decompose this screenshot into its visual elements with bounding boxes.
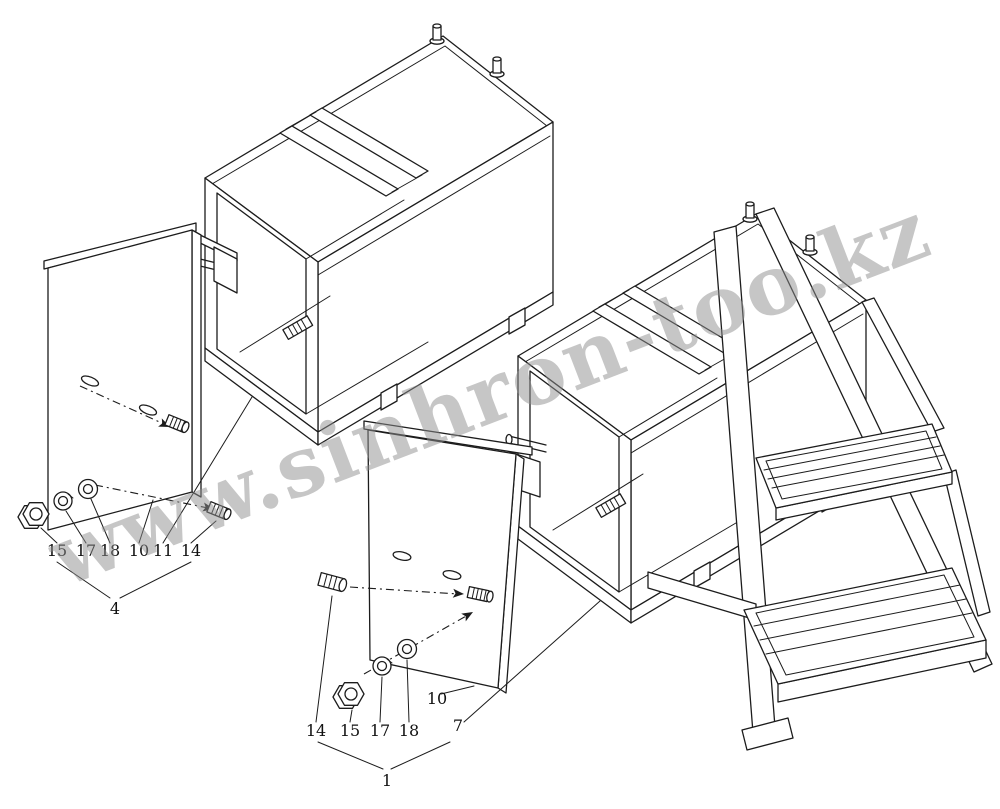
part-label: 10: [427, 689, 447, 708]
cover-left-bracket: [213, 246, 238, 294]
flat-washer-hole: [82, 483, 94, 495]
rail-foot: [741, 717, 794, 751]
ribbed-stud: [466, 585, 494, 603]
spring-washer-split: [386, 658, 393, 664]
assembly-dash-line: [349, 586, 459, 595]
step-ladder-assembly: [647, 207, 993, 751]
slot-hole: [138, 404, 158, 416]
ribbed-stud: [317, 571, 348, 593]
part-label: 17: [76, 541, 96, 560]
cover-left-panel-face: [47, 229, 193, 531]
ribbed-stud: [206, 501, 232, 521]
part-label: 17: [370, 721, 390, 740]
step-tray-lower: [743, 567, 987, 703]
callout-group-middle: 14 15 17 18 10 7 1: [306, 595, 601, 790]
spring-washer-split: [67, 493, 74, 499]
arrowhead: [461, 612, 473, 622]
group-bracket: [56, 561, 192, 599]
hex-nut-hole: [344, 687, 358, 701]
step-tray-upper: [755, 423, 953, 521]
flat-washer-hole: [401, 643, 413, 655]
assembly-dash-line: [94, 484, 209, 509]
cover-panel-middle: [349, 420, 541, 694]
cover-panel-left: [43, 222, 238, 531]
arrowhead: [452, 588, 464, 598]
part-label: 14: [306, 721, 326, 740]
cover-left-top-flange: [43, 222, 197, 270]
part-label: 7: [453, 716, 463, 735]
part-label: 15: [47, 541, 67, 560]
spring-washer-hole: [376, 660, 388, 672]
group-bracket: [317, 741, 451, 770]
cover-mid-top-flange: [363, 420, 533, 456]
hex-nut-hole: [29, 507, 43, 521]
part-label: 11: [153, 541, 173, 560]
part-label: 18: [100, 541, 120, 560]
assembly-label: 1: [382, 771, 392, 790]
part-label: 15: [340, 721, 360, 740]
part-label: 14: [181, 541, 201, 560]
assembly-label: 4: [110, 599, 120, 618]
cover-mid-panel-face: [367, 429, 517, 689]
ribbed-stud: [164, 414, 190, 434]
part-label: 18: [399, 721, 419, 740]
slot-hole: [80, 375, 100, 387]
spring-washer-hole: [57, 495, 69, 507]
hardware-middle: [317, 571, 418, 709]
callout-group-left: 15 17 18 10 11 14 4: [40, 396, 253, 618]
hardware-left: [17, 478, 99, 529]
leader-lines: [315, 595, 601, 723]
assembly-dash-line: [79, 385, 165, 425]
part-label: 10: [129, 541, 149, 560]
leader-lines: [40, 396, 253, 544]
slot-hole: [442, 570, 462, 580]
tray-hanger-upper: [861, 297, 945, 433]
slot-hole: [392, 551, 412, 561]
